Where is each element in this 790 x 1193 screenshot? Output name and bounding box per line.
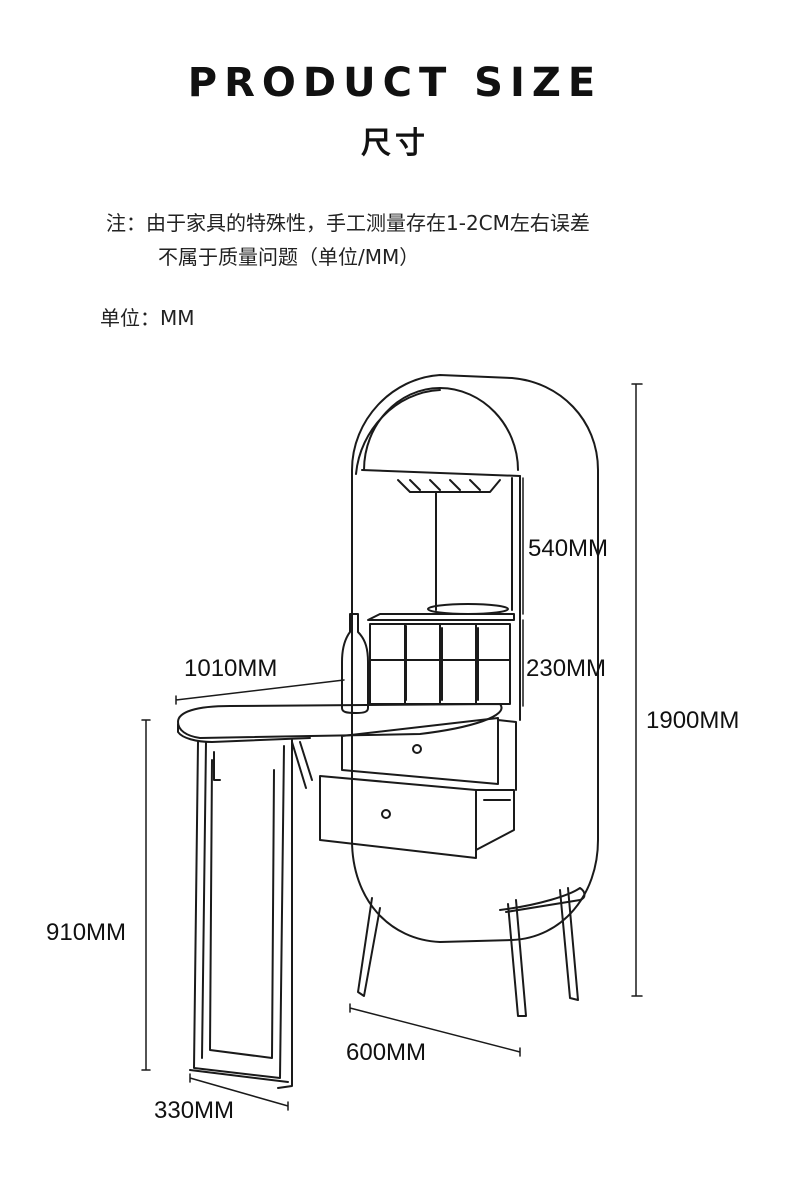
dim-line-330: [189, 1073, 289, 1111]
base-ring: [499, 887, 586, 913]
wine-bottle: [341, 613, 369, 714]
unit-label: 单位：MM: [100, 306, 195, 330]
middle-shelf: [367, 613, 515, 621]
dim-line-910: [141, 719, 151, 1071]
label-1900mm: 1900MM: [646, 707, 739, 734]
tray: [427, 603, 509, 615]
page-title: PRODUCT SIZE: [187, 60, 603, 106]
page-subtitle: 尺寸: [361, 126, 429, 161]
lower-drawer: [319, 775, 515, 859]
lower-drawer-knob: [381, 809, 391, 819]
table-inner-panel: [209, 759, 275, 1059]
cabinet-leg-left: [357, 897, 381, 997]
label-910mm: 910MM: [46, 919, 126, 946]
cabinet-inner-back: [435, 475, 521, 721]
table-top: [177, 703, 503, 739]
measurement-note: 注：由于家具的特殊性，手工测量存在1-2CM左右误差 不属于质量问题（单位/MM…: [106, 206, 590, 274]
label-540mm: 540MM: [528, 535, 608, 562]
dim-line-600: [349, 1003, 521, 1057]
label-230mm: 230MM: [526, 655, 606, 682]
hinge-fitting: [213, 751, 221, 781]
note-line-2: 不属于质量问题（单位/MM）: [158, 245, 420, 269]
cabinet-leg-right: [559, 887, 579, 1001]
dim-line-1010: [175, 679, 345, 705]
table-top-edge: [177, 723, 311, 743]
label-330mm: 330MM: [154, 1097, 234, 1124]
wine-cubby-grid: [369, 623, 511, 705]
upper-drawer: [341, 717, 517, 791]
upper-drawer-knob: [412, 744, 422, 754]
cabinet-front-arc-inner: [355, 389, 441, 475]
cabinet-outline: [351, 374, 599, 943]
glass-rack: [397, 479, 501, 493]
cabinet-leg-back: [507, 899, 527, 1017]
support-bracket: [291, 741, 313, 789]
cabinet-back-arc: [363, 387, 519, 471]
label-1010mm: 1010MM: [184, 655, 277, 682]
table-leg-frame: [189, 739, 293, 1089]
note-line-1: 注：由于家具的特殊性，手工测量存在1-2CM左右误差: [106, 211, 590, 235]
label-600mm: 600MM: [346, 1039, 426, 1066]
glass-rack-shelf: [361, 469, 521, 477]
dim-line-1900: [631, 383, 643, 997]
